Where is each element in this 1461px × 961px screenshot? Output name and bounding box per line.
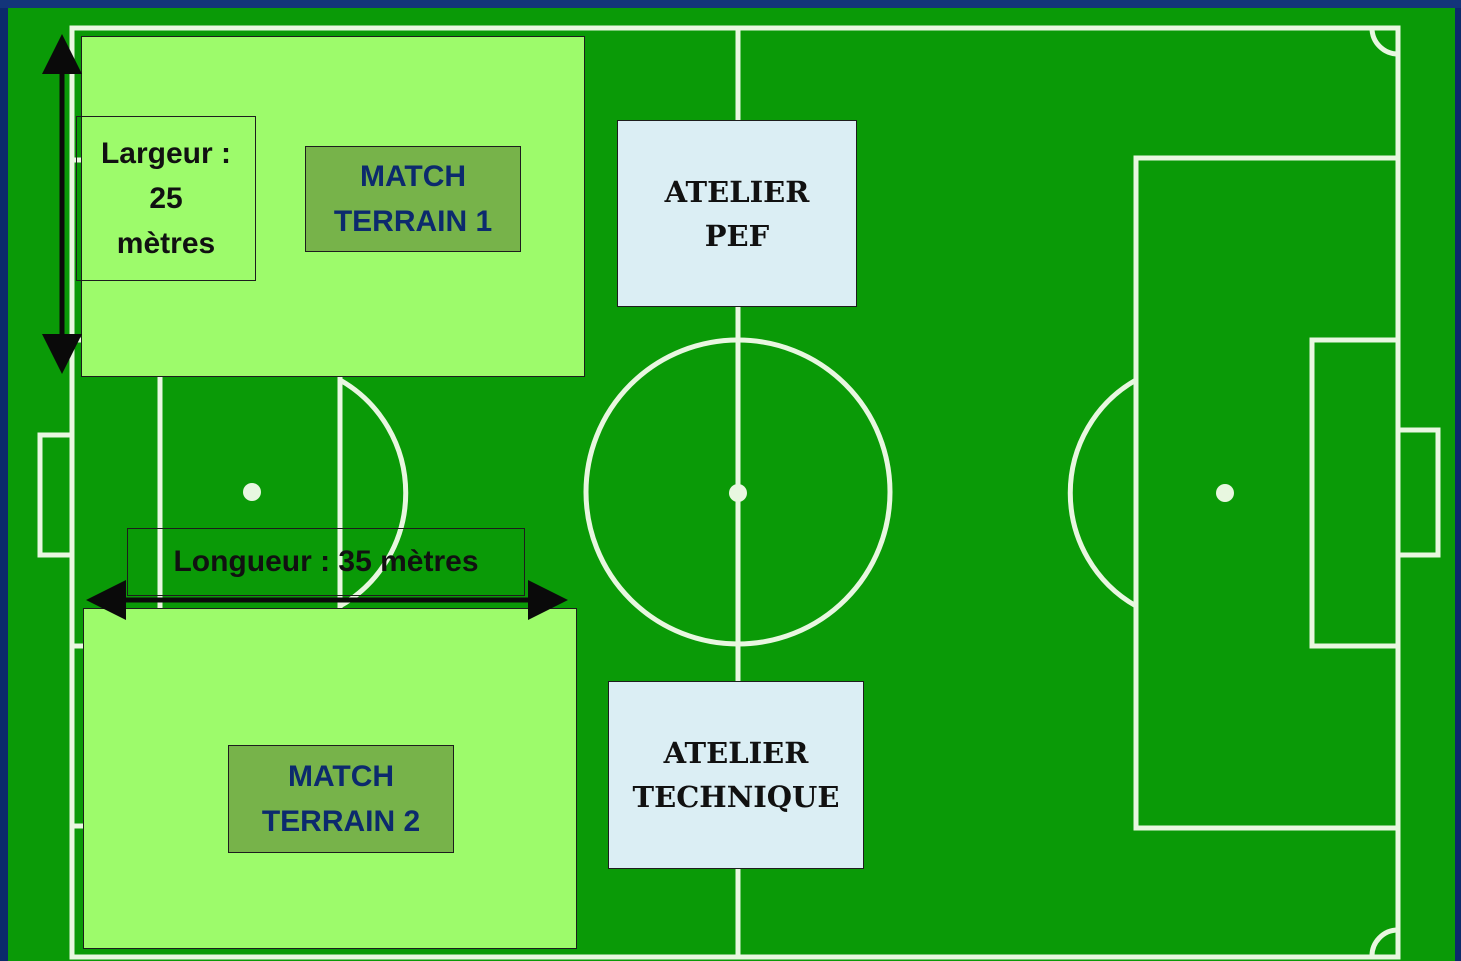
- dimension-arrows: [0, 0, 1461, 961]
- diagram-canvas: MATCH TERRAIN 1 MATCH TERRAIN 2 ATELIER …: [0, 0, 1461, 961]
